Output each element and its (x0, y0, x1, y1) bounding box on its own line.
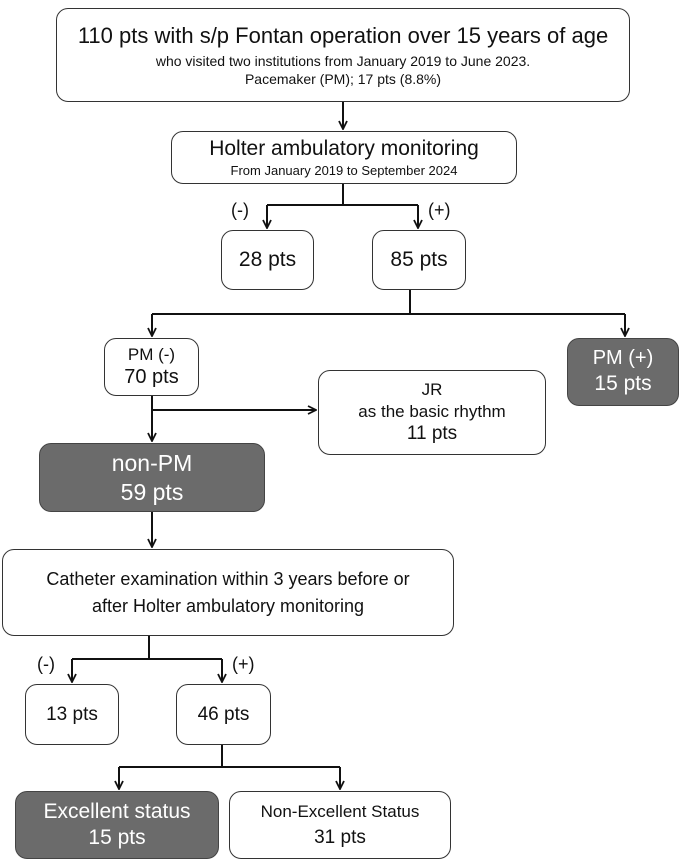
cohort-title: 110 pts with s/p Fontan operation over 1… (77, 22, 609, 48)
catheter-line1: Catheter examination within 3 years befo… (46, 569, 410, 589)
jr-description: as the basic rhythm (358, 401, 506, 421)
cohort-period: who visited two institutions from Januar… (155, 53, 531, 70)
non-excellent-label: Non-Excellent Status (260, 801, 420, 821)
cath-pos-label: (+) (232, 654, 255, 674)
excellent-count: 15 pts (88, 826, 146, 849)
holter-neg-box: 28 pts (221, 230, 314, 290)
holter-box: Holter ambulatory monitoring From Januar… (171, 131, 517, 184)
cath-neg-label: (-) (37, 654, 55, 674)
cath-neg-box: 13 pts (25, 684, 119, 745)
pm-neg-box: PM (-) 70 pts (104, 338, 199, 396)
cath-pos-box: 46 pts (176, 684, 271, 745)
cohort-box: 110 pts with s/p Fontan operation over 1… (56, 8, 630, 102)
cath-pos-count: 46 pts (197, 703, 250, 725)
pm-pos-box: PM (+) 15 pts (567, 338, 679, 406)
pm-pos-count: 15 pts (594, 372, 652, 396)
holter-title: Holter ambulatory monitoring (209, 137, 479, 161)
pm-pos-label: PM (+) (592, 347, 654, 370)
holter-period: From January 2019 to September 2024 (230, 162, 458, 178)
excellent-label: Excellent status (43, 799, 191, 823)
catheter-line2: after Holter ambulatory monitoring (91, 595, 365, 616)
non-pm-count: 59 pts (120, 478, 184, 505)
holter-pos-box: 85 pts (372, 230, 466, 290)
jr-count: 11 pts (406, 422, 458, 444)
holter-pos-label: (+) (428, 200, 451, 220)
non-excellent-count: 31 pts (314, 826, 366, 848)
holter-neg-count: 28 pts (238, 247, 297, 271)
non-pm-label: non-PM (111, 449, 193, 476)
non-excellent-box: Non-Excellent Status 31 pts (229, 791, 451, 859)
pm-neg-count: 70 pts (124, 366, 179, 389)
jr-box: JR as the basic rhythm 11 pts (318, 370, 546, 455)
cath-neg-count: 13 pts (46, 703, 98, 725)
catheter-box: Catheter examination within 3 years befo… (2, 549, 454, 636)
cohort-pacemaker: Pacemaker (PM); 17 pts (8.8%) (244, 70, 442, 87)
holter-neg-label: (-) (231, 200, 249, 220)
holter-pos-count: 85 pts (390, 247, 448, 271)
excellent-box: Excellent status 15 pts (15, 791, 219, 859)
pm-neg-label: PM (-) (127, 344, 176, 364)
jr-label: JR (421, 380, 443, 400)
non-pm-box: non-PM 59 pts (39, 443, 265, 512)
